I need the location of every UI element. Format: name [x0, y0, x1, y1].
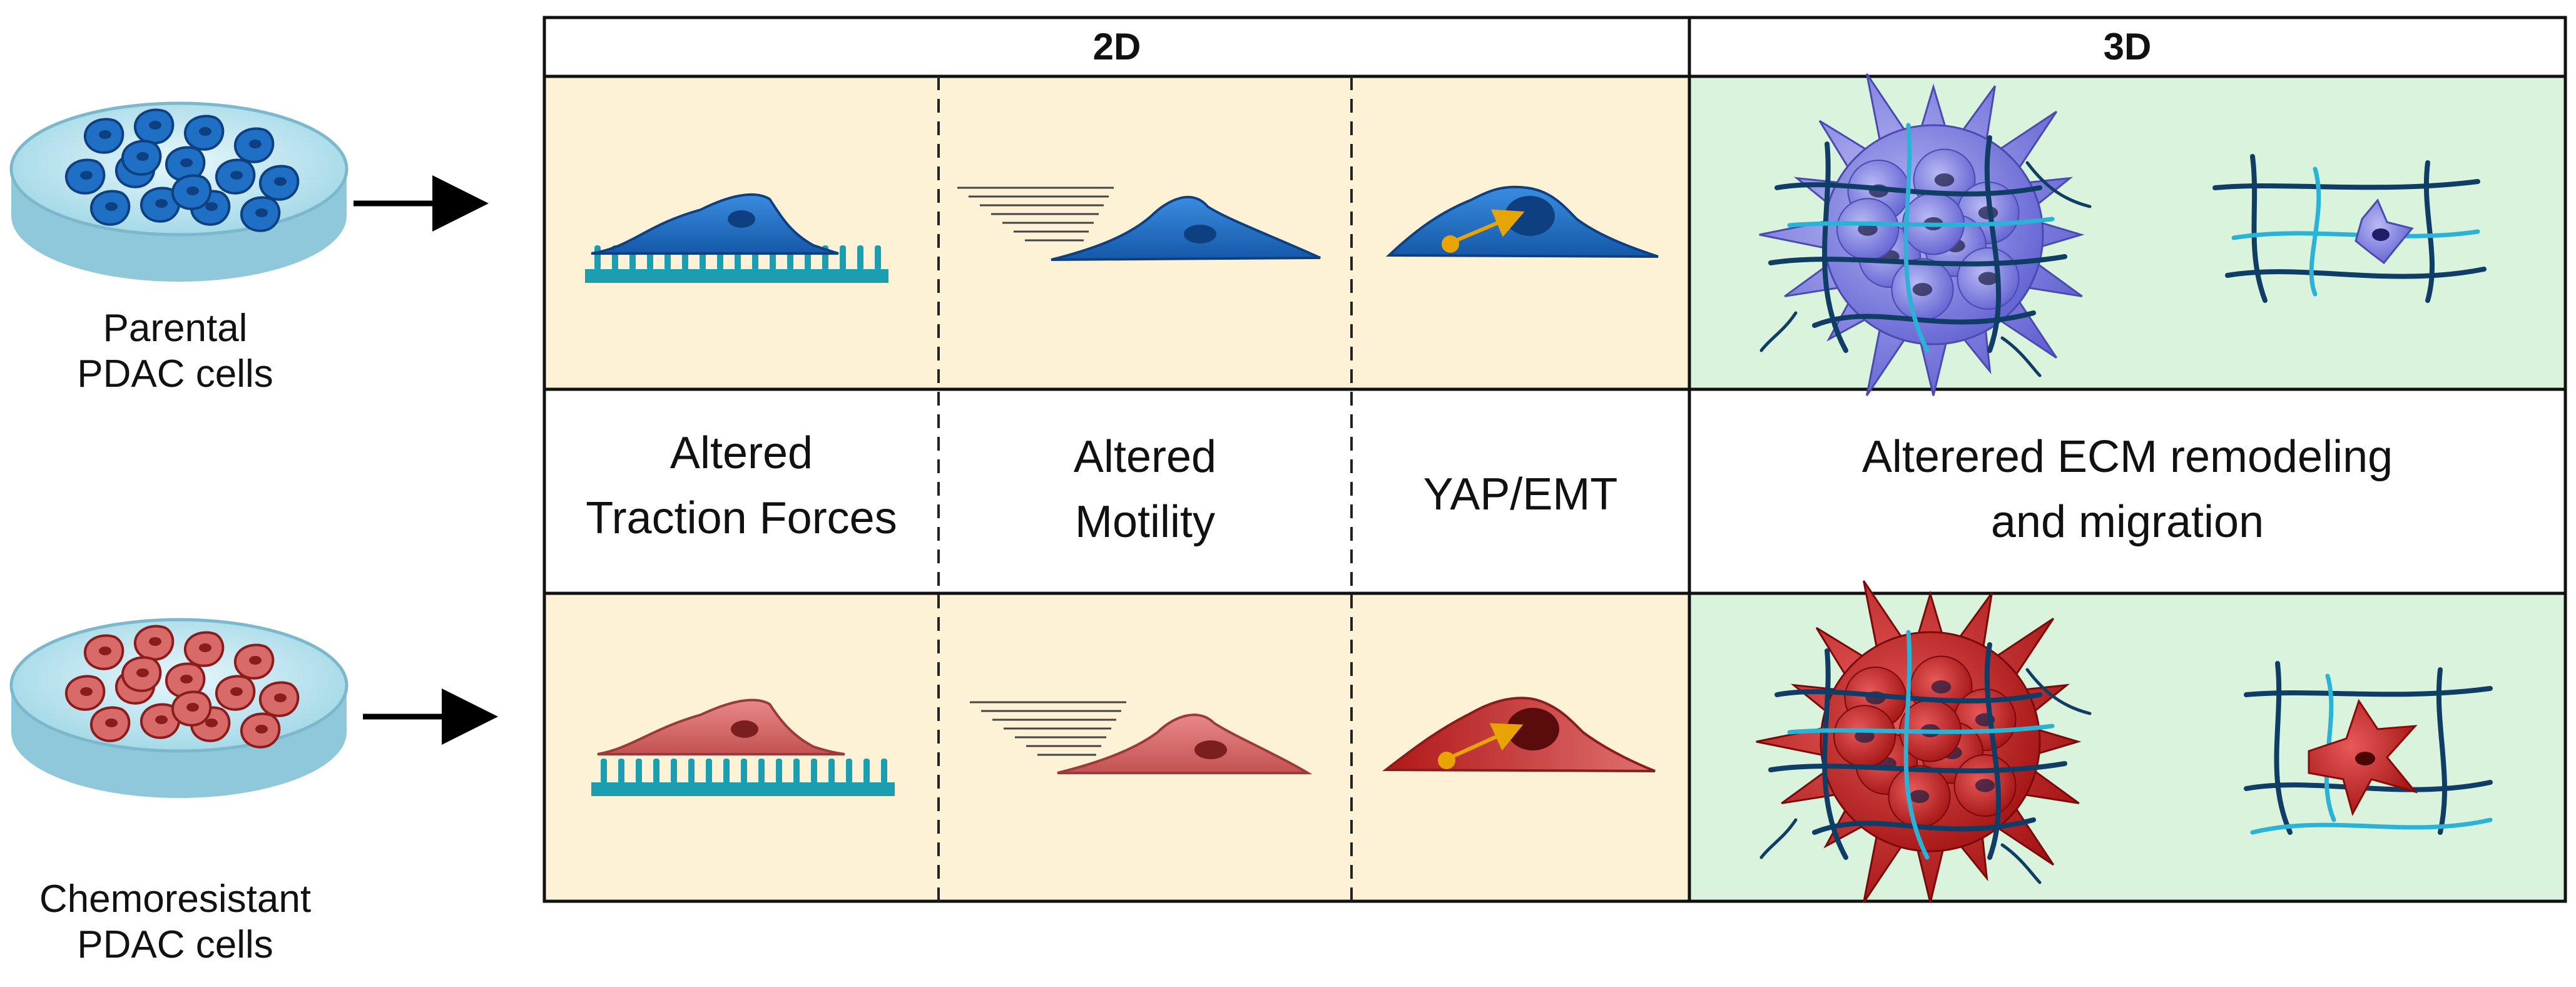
dish-chemoresistant [9, 618, 349, 798]
motility-illustration-parental [957, 187, 1321, 261]
label-traction-forces: Altered Traction Forces [546, 421, 937, 551]
row-label-parental: Parental PDAC cells [0, 305, 350, 397]
single-cell-3d-parental [2212, 154, 2487, 303]
row-label-parental-line1: Parental [103, 307, 248, 350]
yap-illustration-parental [1386, 185, 1659, 258]
spheroid-parental [1759, 73, 2092, 396]
table-border [542, 16, 2567, 903]
label-ecm-line2: and migration [1990, 497, 2264, 548]
label-traction-line1: Altered [669, 428, 813, 478]
row-label-chemoresistant-line2: PDAC cells [77, 923, 273, 967]
motility-illustration-chemoresistant [970, 701, 1313, 774]
label-motility-line2: Motility [1074, 497, 1215, 548]
label-motility: Altered Motility [940, 424, 1350, 555]
label-traction-line2: Traction Forces [586, 493, 897, 544]
row-label-chemoresistant-line1: Chemoresistant [39, 877, 312, 921]
dish-parental [9, 101, 349, 282]
row-label-parental-line2: PDAC cells [77, 352, 273, 396]
yap-illustration-chemoresistant [1382, 697, 1656, 772]
label-yap-line1: YAP/EMT [1423, 469, 1618, 519]
dish-cells-chemoresistant [64, 625, 300, 749]
row-label-chemoresistant: Chemoresistant PDAC cells [0, 876, 350, 968]
label-ecm-line1: Alterered ECM remodeling [1861, 432, 2393, 482]
label-motility-line1: Altered [1073, 432, 1217, 482]
column-header-2d: 2D [1092, 26, 1141, 68]
label-yap-emt: YAP/EMT [1353, 462, 1688, 527]
label-ecm-remodeling: Alterered ECM remodeling and migration [1691, 424, 2564, 555]
column-header-3d: 3D [2103, 26, 2152, 68]
single-cell-3d-chemoresistant [2244, 661, 2493, 835]
dish-cells-parental [64, 108, 300, 232]
traction-illustration-parental [585, 193, 888, 283]
spheroid-chemoresistant [1756, 580, 2092, 903]
traction-illustration-chemoresistant [591, 698, 895, 796]
